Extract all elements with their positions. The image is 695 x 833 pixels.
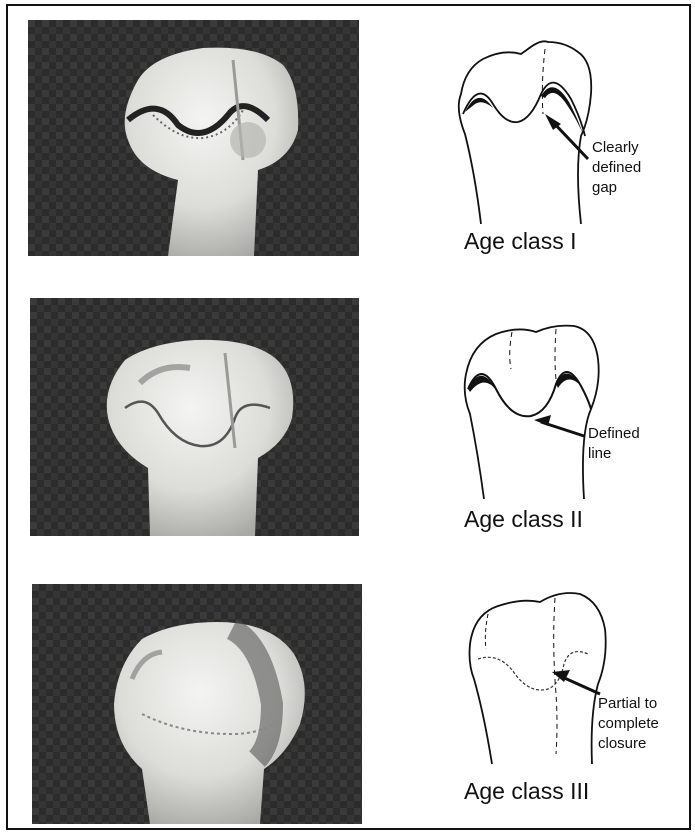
bone-sketch-age-class-2	[456, 314, 641, 499]
bone-photo-age-class-1	[28, 20, 359, 256]
bone-photo-age-class-3	[32, 584, 362, 824]
annotation-age-class-3: Partial to complete closure	[598, 694, 659, 754]
annotation-age-class-2: Defined line	[588, 424, 640, 464]
annotation-line: line	[588, 444, 640, 464]
age-class-label-3: Age class III	[464, 778, 589, 805]
figure-frame: Clearly defined gap Age class I Defined …	[6, 4, 691, 830]
annotation-line: gap	[592, 178, 641, 198]
annotation-line: Clearly	[592, 138, 641, 158]
annotation-line: complete	[598, 714, 659, 734]
annotation-line: Defined	[588, 424, 640, 444]
bone-photo-age-class-2	[30, 298, 359, 536]
annotation-line: defined	[592, 158, 641, 178]
age-class-label-2: Age class II	[464, 506, 583, 533]
annotation-age-class-1: Clearly defined gap	[592, 138, 641, 198]
age-class-label-1: Age class I	[464, 228, 577, 255]
annotation-line: Partial to	[598, 694, 659, 714]
annotation-line: closure	[598, 734, 659, 754]
